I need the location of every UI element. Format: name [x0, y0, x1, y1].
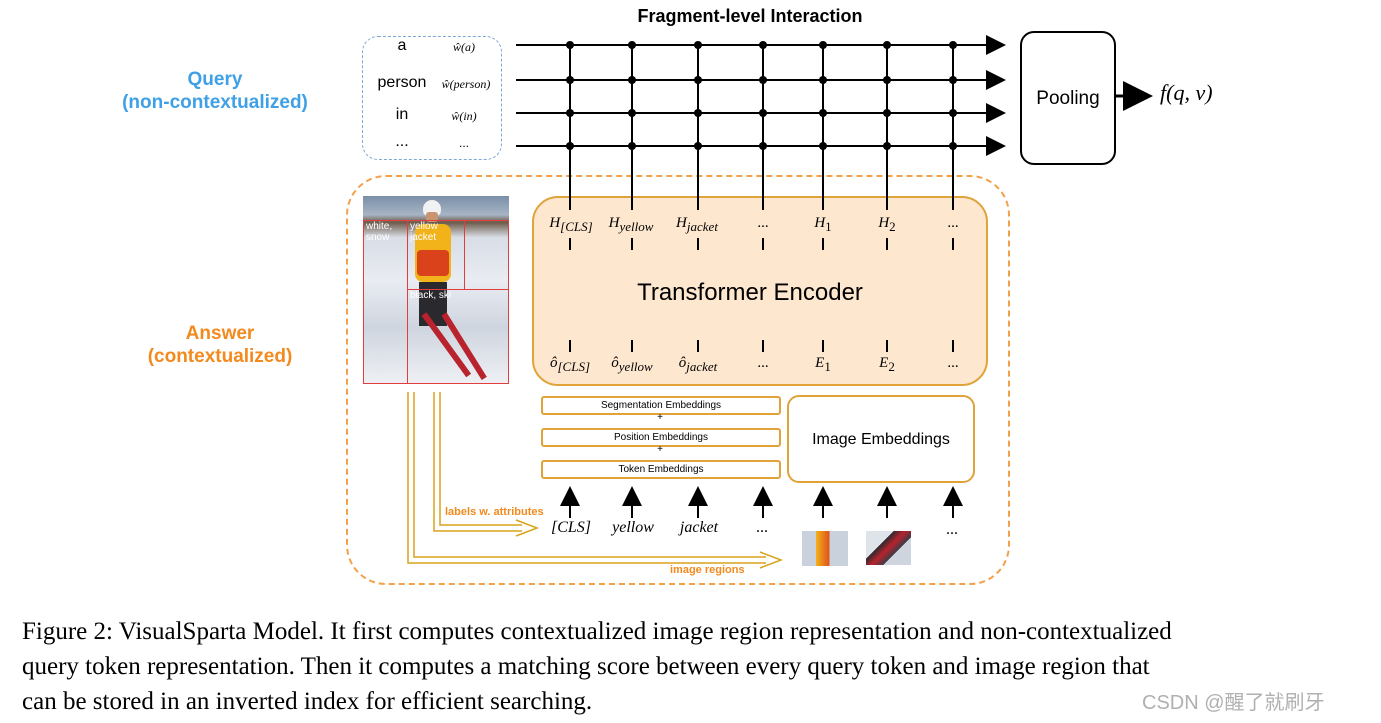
hidden-output: ...	[757, 215, 769, 231]
encoder-input: ...	[757, 355, 769, 371]
token: ...	[946, 521, 958, 538]
answer-label-line2: (contextualized)	[147, 346, 293, 367]
tick	[697, 238, 699, 250]
tick	[762, 238, 764, 250]
query-box	[362, 36, 502, 160]
encoder-input: ôyellow	[611, 355, 653, 374]
image-embeddings-label: Image Embeddings	[812, 431, 950, 448]
region-label: yellow jacket	[410, 221, 438, 243]
hidden-output: H2	[878, 215, 896, 234]
query-token: ...	[395, 133, 409, 150]
transformer-encoder-label: Transformer Encoder	[637, 279, 863, 306]
skier-jacket-red	[417, 250, 449, 276]
token: jacket	[679, 519, 719, 536]
tick	[822, 238, 824, 250]
answer-box	[346, 175, 1010, 585]
tick	[569, 340, 571, 352]
encoder-input: ...	[947, 355, 959, 371]
transformer-encoder-box	[532, 196, 988, 386]
labels-attributes-label: labels w. attributes	[445, 506, 544, 518]
query-token: person	[377, 74, 427, 91]
hidden-output: H1	[814, 215, 832, 234]
tick	[569, 238, 571, 250]
encoder-input: ô[CLS]	[549, 355, 591, 374]
tick	[886, 340, 888, 352]
hidden-output: ...	[947, 215, 959, 231]
caption-line: can be stored in an inverted index for e…	[22, 688, 593, 715]
tick	[631, 340, 633, 352]
region-thumbnail-ski	[866, 531, 911, 565]
hidden-output: Hjacket	[676, 215, 718, 234]
caption-line: query token representation. Then it comp…	[22, 653, 1150, 680]
region-label: black, ski	[410, 290, 452, 301]
tick	[886, 238, 888, 250]
watermark: CSDN @醒了就刷牙	[1142, 692, 1325, 714]
answer-label: Answer (contextualized)	[105, 322, 335, 368]
image-embeddings-box: Image Embeddings	[787, 395, 975, 483]
query-weight: ŵ(a)	[453, 40, 475, 54]
query-lines	[516, 35, 1006, 156]
pooling-label: Pooling	[1036, 88, 1100, 109]
interaction-dots	[566, 41, 957, 150]
skier-image: white, snow yellow jacket black, ski	[363, 196, 509, 384]
query-token: a	[397, 37, 407, 54]
query-label: Query (non-contextualized)	[100, 68, 330, 114]
tick	[697, 340, 699, 352]
hidden-output: Hyellow	[608, 215, 654, 234]
skier-face	[426, 212, 438, 222]
pooling-box: Pooling	[1020, 31, 1116, 165]
tick	[822, 340, 824, 352]
region-thumbnail-jacket	[802, 531, 848, 566]
answer-label-line1: Answer	[185, 323, 255, 344]
encoder-input: E2	[879, 355, 895, 374]
tick	[952, 238, 954, 250]
region-label: white, snow	[366, 221, 393, 243]
query-label-line2: (non-contextualized)	[122, 92, 308, 113]
hidden-output: H[CLS]	[549, 215, 593, 234]
caption-line: Figure 2: VisualSparta Model. It first c…	[22, 618, 1172, 645]
encoder-input: ôjacket	[678, 355, 718, 374]
query-weight: ŵ(in)	[451, 109, 477, 123]
query-token: in	[395, 106, 409, 123]
tick	[762, 340, 764, 352]
figure-title: Fragment-level Interaction	[637, 6, 863, 26]
token: yellow	[612, 519, 654, 536]
token: ...	[756, 519, 768, 536]
encoder-input: E1	[815, 355, 831, 374]
region-box	[407, 289, 509, 384]
query-label-line1: Query	[187, 69, 243, 90]
token: [CLS]	[550, 519, 592, 536]
query-weight: ...	[458, 136, 469, 150]
query-weight: ŵ(person)	[441, 77, 491, 91]
tick	[631, 238, 633, 250]
image-regions-label: image regions	[670, 564, 745, 576]
output-function: f(q, v)	[1160, 80, 1213, 105]
plus-sign: +	[657, 412, 663, 423]
figure-caption: Figure 2: VisualSparta Model. It first c…	[22, 614, 1362, 719]
token-embeddings-box: Token Embeddings	[541, 460, 781, 479]
tick	[952, 340, 954, 352]
plus-sign: +	[657, 444, 663, 455]
